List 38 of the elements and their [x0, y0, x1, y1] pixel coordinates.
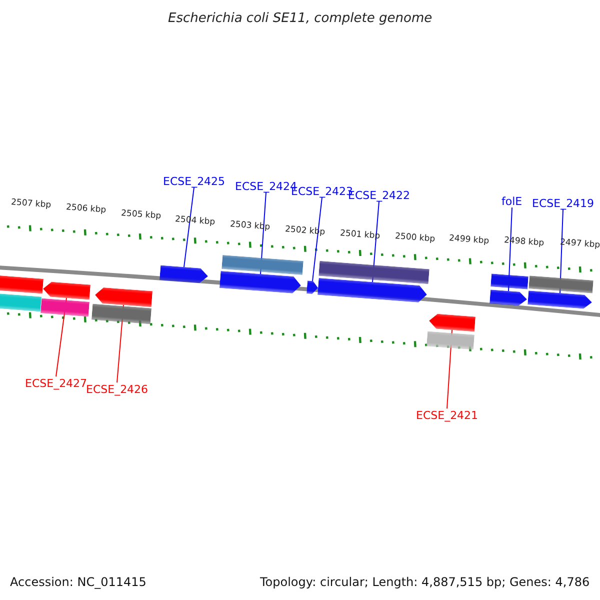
- scale-label: 2500 kbp: [394, 232, 436, 244]
- gene-feature-bar: [426, 331, 474, 350]
- scale-label: 2506 kbp: [66, 202, 106, 216]
- gene-feature-bar: [490, 274, 528, 290]
- scale-label: 2497 kbp: [560, 238, 600, 250]
- scale-label: 2499 kbp: [448, 234, 490, 246]
- gene-feature-pointed: [94, 286, 153, 308]
- scale-label: 2507 kbp: [10, 198, 52, 210]
- scale-label: 2502 kbp: [284, 224, 326, 238]
- gene-feature-bar: [528, 276, 594, 294]
- gene-feature-bar: [0, 275, 44, 294]
- scale-label: 2503 kbp: [230, 220, 270, 232]
- scale-label: 2505 kbp: [120, 208, 162, 222]
- gene-feature-pointed: [490, 290, 528, 306]
- gene-feature-bar: [40, 298, 90, 317]
- gene-feature-pointed: [42, 281, 90, 300]
- gene-label: folE: [502, 194, 522, 208]
- gene-label: ECSE_2425: [163, 174, 226, 188]
- gene-label: ECSE_2426: [86, 382, 148, 396]
- gene-feature-bar: [318, 260, 430, 284]
- genome-info-text: Topology: circular; Length: 4,887,515 bp; Genes: 4,786: [260, 575, 590, 589]
- gene-feature-bar: [91, 304, 152, 324]
- gene-feature-pointed: [528, 290, 592, 310]
- scale-label: 2501 kbp: [340, 228, 380, 242]
- gene-feature-bar: [222, 254, 304, 276]
- gene-feature-pointed: [160, 265, 208, 284]
- gene-label: ECSE_2421: [416, 408, 478, 422]
- title: Escherichia coli SE11, complete genome: [168, 10, 432, 26]
- gene-label: ECSE_2419: [532, 196, 594, 210]
- scale-label: 2498 kbp: [504, 236, 544, 248]
- leader-line: [184, 187, 194, 268]
- accession-text: Accession: NC_011415: [10, 575, 146, 589]
- gene-feature-pointed: [428, 313, 476, 332]
- scale-label: 2504 kbp: [174, 214, 216, 228]
- gene-feature-pointed: [219, 270, 302, 294]
- leader-line: [312, 197, 322, 282]
- gene-label: ECSE_2427: [25, 376, 88, 390]
- gene-feature-bar: [0, 293, 42, 312]
